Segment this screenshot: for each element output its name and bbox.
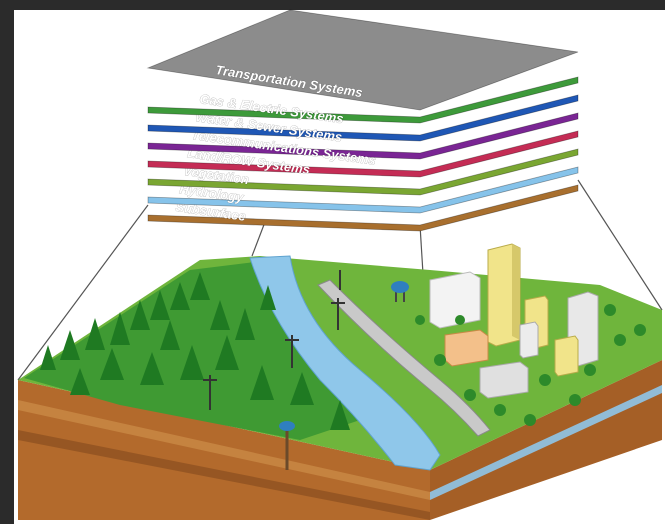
landscape-block <box>18 243 662 520</box>
layer-vegetation <box>147 148 579 196</box>
power-poles <box>203 270 345 410</box>
layer-subsurface <box>147 184 579 232</box>
layer-telecommunications-systems <box>147 112 579 160</box>
layer-gas-electric-systems <box>147 76 579 124</box>
well-marker <box>279 421 295 470</box>
layer-transportation-systems <box>146 9 579 111</box>
water-tower <box>391 281 409 302</box>
road <box>317 279 491 437</box>
layer-hydrology <box>147 166 579 214</box>
river <box>249 255 441 471</box>
forest-trees <box>40 272 350 430</box>
layer-water-sewer-systems <box>147 94 579 142</box>
city-trees <box>415 304 646 426</box>
layer-land-row-systems <box>147 130 579 178</box>
city-buildings <box>429 243 599 399</box>
